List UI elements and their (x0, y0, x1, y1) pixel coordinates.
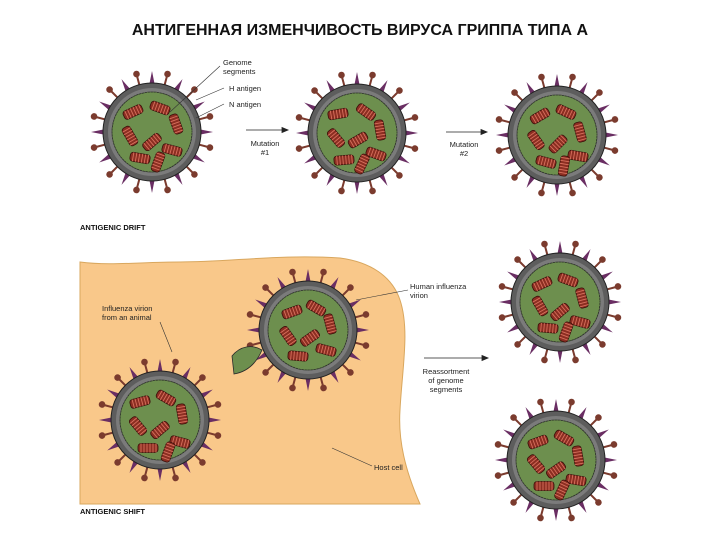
label-reassortment-3: segments (430, 385, 463, 394)
virion-human-budding (245, 267, 371, 393)
label-mutation-1-line1: Mutation (251, 139, 280, 148)
arrow-icon (424, 354, 490, 362)
virion-reassorted-1 (497, 239, 623, 365)
label-mutation-2-line2: #2 (460, 149, 468, 158)
virion-drift-2 (294, 70, 420, 196)
label-human-virion-1: Human influenza (410, 282, 467, 291)
virion-drift-3 (494, 72, 620, 198)
label-animal-virion-2: from an animal (102, 313, 152, 322)
section-label-drift: ANTIGENIC DRIFT (80, 223, 146, 232)
label-host-cell: Host cell (374, 463, 403, 472)
label-mutation-2-line1: Mutation (450, 140, 479, 149)
label-mutation-1-line2: #1 (261, 148, 269, 157)
label-reassortment-1: Reassortment (423, 367, 471, 376)
page-title: АНТИГЕННАЯ ИЗМЕНЧИВОСТЬ ВИРУСА ГРИППА ТИ… (131, 22, 589, 39)
label-n-antigen: N antigen (229, 100, 261, 109)
label-human-virion-2: virion (410, 291, 428, 300)
leader-line (331, 447, 373, 467)
fusion-bridge (231, 346, 263, 375)
virion-animal (97, 357, 223, 483)
label-animal-virion-1: Influenza virion (102, 304, 152, 313)
drift-leader-lines (169, 65, 225, 119)
label-genome-segments-1: Genome (223, 58, 252, 67)
virion-reassorted-2 (493, 397, 619, 523)
leader-line (355, 289, 409, 301)
label-h-antigen: H antigen (229, 84, 261, 93)
arrow-icon (246, 126, 489, 136)
section-label-shift: ANTIGENIC SHIFT (80, 507, 145, 516)
label-genome-segments-2: segments (223, 67, 256, 76)
label-reassortment-2: of genome (428, 376, 463, 385)
leader-line (159, 321, 173, 353)
